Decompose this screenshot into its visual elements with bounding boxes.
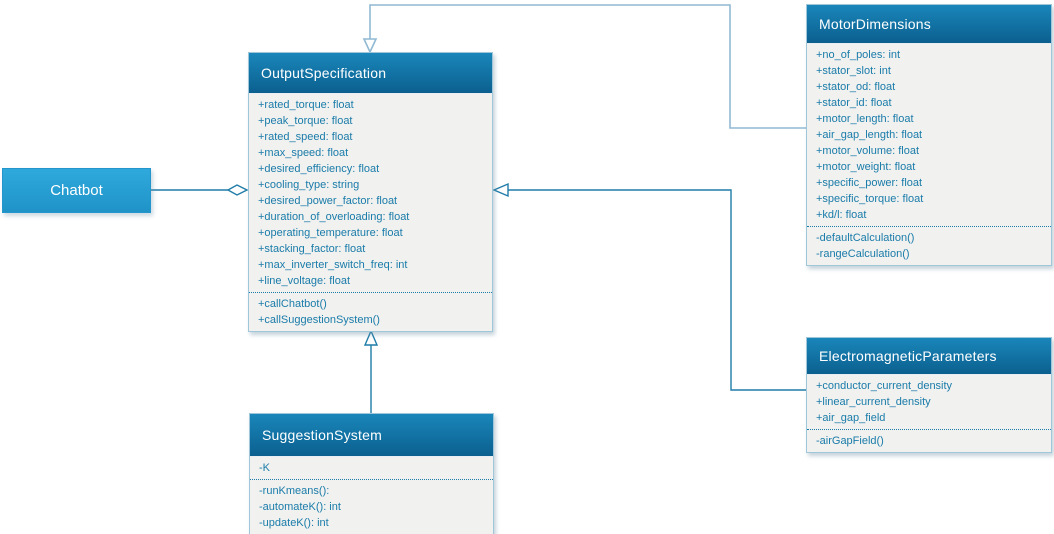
hollow-triangle-arrowhead-icon <box>362 38 378 54</box>
attribute-row: +no_of_poles: int <box>816 49 901 61</box>
attribute-row: +linear_current_density <box>816 396 931 408</box>
attribute-row: +stacking_factor: float <box>258 243 366 255</box>
class-title-outputspecification: OutputSpecification <box>249 53 492 94</box>
attribute-row: +max_speed: float <box>258 147 349 159</box>
attribute-row: +operating_temperature: float <box>258 227 403 239</box>
attribute-row: +air_gap_field <box>816 412 886 424</box>
method-row: -rangeCalculation() <box>816 248 910 260</box>
attribute-row: +peak_torque: float <box>258 115 353 127</box>
method-row: +callChatbot() <box>258 298 327 310</box>
attributes-section: +no_of_poles: int +stator_slot: int +sta… <box>807 44 1051 226</box>
attribute-row: +stator_id: float <box>816 97 892 109</box>
attribute-row: +conductor_current_density <box>816 380 953 392</box>
class-title-electromagneticparameters: ElectromagneticParameters <box>807 338 1051 375</box>
attribute-row: +motor_volume: float <box>816 145 920 157</box>
method-row: -defaultCalculation() <box>816 232 915 244</box>
hollow-triangle-arrowhead-icon <box>363 329 379 346</box>
method-row: +callSuggestionSystem() <box>258 314 380 326</box>
attribute-row: +specific_torque: float <box>816 193 924 205</box>
attribute-row: +air_gap_length: float <box>816 129 923 141</box>
connector-line[interactable] <box>369 4 806 129</box>
class-title-motordimensions: MotorDimensions <box>807 5 1051 44</box>
class-electromagneticparameters[interactable]: ElectromagneticParameters +conductor_cur… <box>806 337 1052 453</box>
attributes-section: +rated_torque: float +peak_torque: float… <box>249 94 492 292</box>
class-chatbot[interactable]: Chatbot <box>2 168 151 213</box>
attribute-row: +stator_slot: int <box>816 65 891 77</box>
connector-line[interactable] <box>508 189 806 391</box>
attribute-row: +line_voltage: float <box>258 275 351 287</box>
attributes-section: +conductor_current_density +linear_curre… <box>807 375 1051 429</box>
attribute-row: +stator_od: float <box>816 81 896 93</box>
attributes-section: -K <box>250 457 493 479</box>
method-row: -automateK(): int <box>259 501 341 513</box>
attribute-row: +max_inverter_switch_freq: int <box>258 259 408 271</box>
attribute-row: +rated_speed: float <box>258 131 353 143</box>
methods-section: +callChatbot() +callSuggestionSystem() <box>249 292 492 331</box>
attribute-row: +motor_weight: float <box>816 161 916 173</box>
connector-electromagneticparameters-to-outputspecification[interactable] <box>492 182 806 391</box>
class-suggestionsystem[interactable]: SuggestionSystem -K -runKmeans(): -autom… <box>249 413 494 534</box>
attribute-row: +cooling_type: string <box>258 179 360 191</box>
connector-suggestionsystem-to-outputspecification[interactable] <box>363 329 379 413</box>
attribute-row: +duration_of_overloading: float <box>258 211 410 223</box>
methods-section: -defaultCalculation() -rangeCalculation(… <box>807 226 1051 265</box>
method-row: -runKmeans(): <box>259 485 330 497</box>
attribute-row: +specific_power: float <box>816 177 923 189</box>
attribute-row: +kd/l: float <box>816 209 867 221</box>
attribute-row: +desired_efficiency: float <box>258 163 380 175</box>
method-row: -airGapField() <box>816 435 884 447</box>
class-title-suggestionsystem: SuggestionSystem <box>250 414 493 457</box>
methods-section: -airGapField() <box>807 429 1051 452</box>
hollow-diamond-icon <box>226 184 249 196</box>
class-motordimensions[interactable]: MotorDimensions +no_of_poles: int +stato… <box>806 4 1052 266</box>
hollow-triangle-arrowhead-icon <box>492 182 509 198</box>
attribute-row: +desired_power_factor: float <box>258 195 398 207</box>
method-row: -updateK(): int <box>259 517 329 529</box>
attribute-row: +motor_length: float <box>816 113 914 125</box>
class-outputspecification[interactable]: OutputSpecification +rated_torque: float… <box>248 52 493 332</box>
attribute-row: +rated_torque: float <box>258 99 354 111</box>
class-title-chatbot: Chatbot <box>50 182 103 199</box>
methods-section: -runKmeans(): -automateK(): int -updateK… <box>250 479 493 534</box>
connector-motordimensions-to-outputspecification[interactable] <box>362 4 806 129</box>
connector-chatbot-to-outputspecification[interactable] <box>151 184 249 196</box>
attribute-row: -K <box>259 462 270 474</box>
